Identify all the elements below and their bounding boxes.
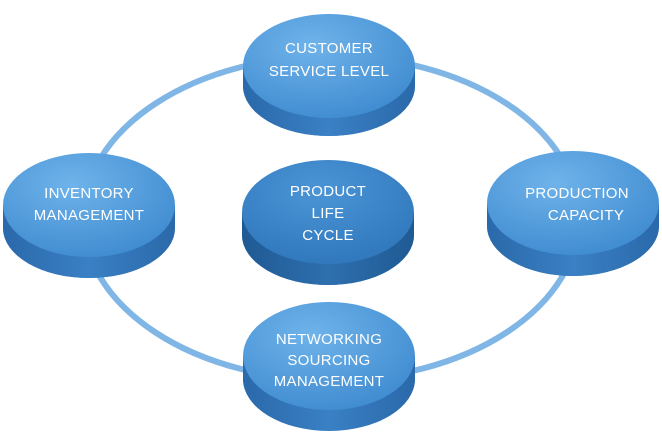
node-label-line: CYCLE	[302, 227, 354, 244]
node-label-line: CUSTOMER	[285, 40, 373, 57]
node-label-line: PRODUCTION	[525, 185, 629, 202]
node-production-capacity: PRODUCTION CAPACITY	[487, 151, 659, 276]
node-label-line: INVENTORY	[44, 185, 134, 202]
node-label-line: PRODUCT	[290, 183, 366, 200]
node-inventory-management: INVENTORY MANAGEMENT	[3, 153, 175, 278]
node-product-life-cycle: PRODUCT LIFE CYCLE	[242, 160, 414, 285]
node-label-line: NETWORKING	[276, 331, 382, 348]
node-label-line: LIFE	[312, 205, 345, 222]
node-networking-sourcing-management: NETWORKING SOURCING MANAGEMENT	[243, 302, 415, 431]
node-label-line: CAPACITY	[548, 207, 624, 224]
node-customer-service-level: CUSTOMER SERVICE LEVEL	[243, 14, 415, 136]
node-label-line: SOURCING	[287, 352, 370, 369]
node-label-line: MANAGEMENT	[274, 373, 385, 390]
node-label-line: SERVICE LEVEL	[269, 63, 389, 80]
node-label-line: MANAGEMENT	[34, 207, 145, 224]
